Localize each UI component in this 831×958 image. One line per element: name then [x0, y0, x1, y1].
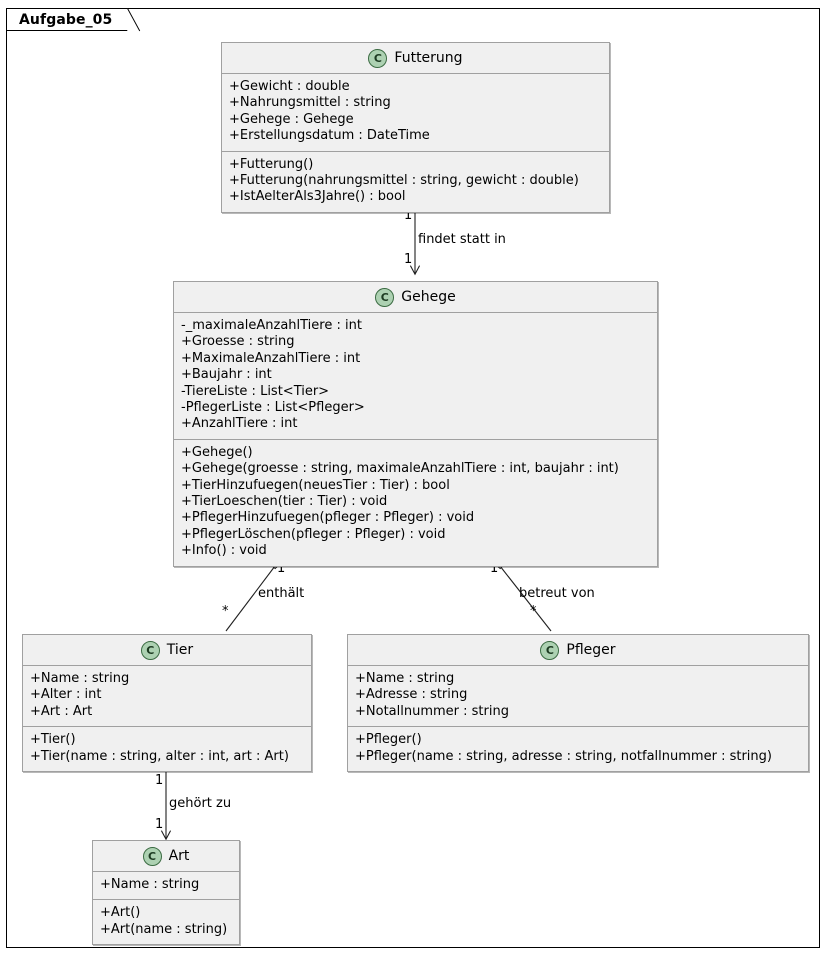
multiplicity-gehege-pfleger-source: 1 [490, 561, 499, 576]
operation-row: +PflegerLöschen(pfleger : Pfleger) : voi… [181, 526, 446, 542]
attributes-compartment-gehege: -_maximaleAnzahlTiere : int +Groesse : s… [174, 313, 657, 439]
multiplicity-gehege-pfleger-target: * [530, 604, 537, 619]
attribute-row: +Art : Art [30, 703, 93, 719]
attribute-row: +Gewicht : double [229, 79, 350, 94]
attribute-row: +MaximaleAnzahlTiere : int [181, 350, 361, 366]
class-stereotype-icon: C [142, 846, 162, 866]
class-stereotype-icon: C [368, 48, 388, 68]
attribute-row: -TiereListe : List<Tier> [181, 383, 330, 399]
operation-row: +Futterung(nahrungsmittel : string, gewi… [229, 173, 579, 189]
operation-row: +Tier() [30, 732, 76, 748]
relation-label-betreut-von: betreut von [519, 586, 595, 601]
class-stereotype-icon: C [140, 640, 160, 660]
multiplicity-tier-art-target: 1 [155, 817, 164, 832]
operation-row: +Pfleger(name : string, adresse : string… [355, 748, 772, 764]
attribute-row: +AnzahlTiere : int [181, 416, 298, 432]
attribute-row: +Name : string [100, 877, 200, 892]
operation-row: +Gehege() [181, 444, 253, 460]
attribute-row: +Adresse : string [355, 687, 468, 703]
attribute-row: +Groesse : string [181, 334, 295, 350]
operation-row: +Art(name : string) [100, 921, 228, 937]
class-name-art: Art [168, 848, 190, 864]
operation-row: +Pfleger() [355, 732, 422, 748]
operation-row: +Info() : void [181, 543, 267, 559]
attribute-row: +Erstellungsdatum : DateTime [229, 128, 430, 144]
multiplicity-tier-art-source: 1 [155, 773, 164, 788]
class-box-tier[interactable]: C Tier +Name : string +Alter : int +Art … [22, 634, 312, 773]
attribute-row: -_maximaleAnzahlTiere : int [181, 318, 362, 333]
class-box-pfleger[interactable]: C Pfleger +Name : string +Adresse : stri… [347, 634, 809, 773]
operations-compartment-art: +Art() +Art(name : string) [93, 899, 239, 945]
attributes-compartment-futterung: +Gewicht : double +Nahrungsmittel : stri… [222, 74, 609, 151]
class-box-gehege[interactable]: C Gehege -_maximaleAnzahlTiere : int +Gr… [173, 281, 658, 567]
operation-row: +IstAelterAls3Jahre() : bool [229, 189, 406, 205]
class-header-gehege: C Gehege [174, 282, 657, 313]
multiplicity-futterung-gehege-source: 1 [404, 208, 413, 223]
operations-compartment-pfleger: +Pfleger() +Pfleger(name : string, adres… [348, 726, 808, 772]
class-stereotype-icon: C [540, 640, 560, 660]
relation-label-enthaelt: enthält [258, 586, 305, 601]
attribute-row: -PflegerListe : List<Pfleger> [181, 400, 365, 416]
multiplicity-futterung-gehege-target: 1 [404, 252, 413, 267]
operation-row: +PflegerHinzufuegen(pfleger : Pfleger) :… [181, 510, 475, 526]
operations-compartment-futterung: +Futterung() +Futterung(nahrungsmittel :… [222, 150, 609, 212]
class-name-pfleger: Pfleger [566, 642, 616, 658]
attributes-compartment-pfleger: +Name : string +Adresse : string +Notall… [348, 666, 808, 727]
attribute-row: +Baujahr : int [181, 367, 272, 383]
multiplicity-gehege-tier-target: * [222, 604, 229, 619]
attribute-row: +Alter : int [30, 687, 102, 703]
attribute-row: +Name : string [355, 671, 455, 686]
class-header-art: C Art [93, 841, 239, 872]
frame-tab-label: Aufgabe_05 [19, 11, 113, 28]
class-header-futterung: C Futterung [222, 43, 609, 74]
operation-row: +Art() [100, 905, 141, 921]
class-box-art[interactable]: C Art +Name : string +Art() +Art(name : … [92, 840, 240, 946]
operations-compartment-gehege: +Gehege() +Gehege(groesse : string, maxi… [174, 438, 657, 566]
frame-tab: Aufgabe_05 [6, 8, 141, 32]
attributes-compartment-tier: +Name : string +Alter : int +Art : Art [23, 666, 311, 727]
operation-row: +Futterung() [229, 156, 314, 172]
attribute-row: +Name : string [30, 671, 130, 686]
multiplicity-gehege-tier-source: 1 [277, 561, 286, 576]
class-name-gehege: Gehege [401, 289, 456, 305]
attribute-row: +Notallnummer : string [355, 703, 509, 719]
operation-row: +TierLoeschen(tier : Tier) : void [181, 494, 388, 510]
class-box-futterung[interactable]: C Futterung +Gewicht : double +Nahrungsm… [221, 42, 610, 213]
operation-row: +TierHinzufuegen(neuesTier : Tier) : boo… [181, 477, 450, 493]
attributes-compartment-art: +Name : string [93, 872, 239, 900]
operation-row: +Gehege(groesse : string, maximaleAnzahl… [181, 461, 619, 477]
attribute-row: +Nahrungsmittel : string [229, 95, 391, 111]
class-name-tier: Tier [166, 642, 194, 658]
relation-label-gehoert-zu: gehört zu [169, 796, 232, 811]
class-header-tier: C Tier [23, 635, 311, 666]
operations-compartment-tier: +Tier() +Tier(name : string, alter : int… [23, 726, 311, 772]
operation-row: +Tier(name : string, alter : int, art : … [30, 748, 289, 764]
relation-label-findet-statt-in: findet statt in [418, 232, 506, 247]
class-header-pfleger: C Pfleger [348, 635, 808, 666]
attribute-row: +Gehege : Gehege [229, 111, 354, 127]
class-stereotype-icon: C [375, 287, 395, 307]
class-name-futterung: Futterung [394, 50, 463, 66]
